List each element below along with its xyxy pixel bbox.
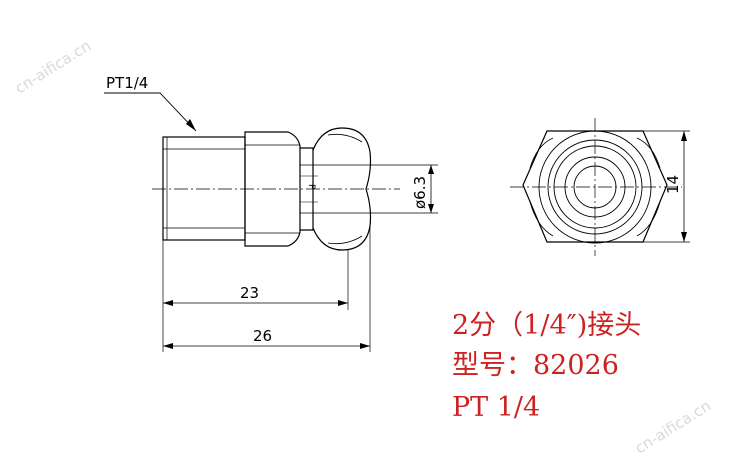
threaded-section — [162, 136, 246, 241]
spec-model: 型号：82026 — [452, 350, 619, 381]
dim-23-label: 23 — [240, 284, 259, 302]
spec-thread: PT 1/4 — [452, 392, 541, 423]
ball-socket — [312, 127, 372, 251]
thread-leader — [104, 92, 197, 132]
dim-bore-label: ø6.3 — [411, 176, 429, 209]
ref-mark: P — [306, 184, 316, 190]
thread-label: PT1/4 — [106, 74, 148, 92]
hex-body — [244, 131, 301, 247]
dim-14-label: 14 — [664, 175, 682, 194]
dim-26-label: 26 — [253, 327, 272, 345]
spec-name: 2分（1/4″)接头 — [452, 310, 642, 341]
